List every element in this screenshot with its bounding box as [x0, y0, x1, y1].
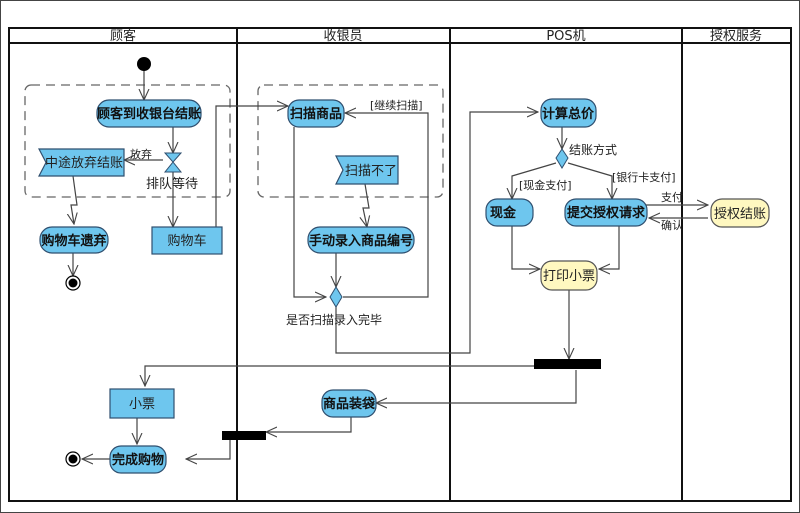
activity-label: 购物车遗弃 [41, 233, 106, 249]
activity-finish-shopping[interactable]: 完成购物 [109, 445, 167, 474]
activity-label: 授权结账 [714, 206, 766, 222]
activity-compute-total[interactable]: 计算总价 [540, 98, 597, 128]
event-label: 中途放弃结账 [45, 155, 123, 171]
edge [376, 370, 577, 403]
activity-cart-abandoned[interactable]: 购物车遗弃 [39, 226, 109, 254]
activity-print-receipt[interactable]: 打印小票 [540, 260, 598, 291]
event-label: 扫描不了 [345, 164, 397, 179]
edge [335, 112, 538, 354]
edge-label-pay: 支付 [661, 191, 683, 204]
fork-bar [534, 359, 601, 369]
edges [71, 70, 708, 459]
interruptible-region-scan [257, 84, 444, 198]
activity-scan-items[interactable]: 扫描商品 [287, 99, 345, 128]
interruptible-region-checkout [24, 84, 231, 198]
decision-label-payment-method: 结账方式 [569, 142, 617, 157]
activity-label: 商品装袋 [323, 396, 376, 412]
lane-title-cashier: 收银员 [323, 29, 362, 44]
interrupt-edge [71, 175, 77, 224]
lane-title-auth-service: 授权服务 [710, 28, 762, 44]
decision-node-payment [555, 148, 569, 169]
interrupt-edge [363, 183, 369, 227]
activity-label: 扫描商品 [290, 106, 342, 122]
edge [511, 226, 540, 269]
accept-event-cannot-scan[interactable]: 扫描不了 [335, 155, 399, 185]
lane-title-customer: 顾客 [110, 28, 136, 44]
activity-label: 完成购物 [112, 452, 164, 468]
hourglass-label: 排队等待 [146, 176, 198, 192]
activity-customer-checkout[interactable]: 顾客到收银台结账 [96, 99, 202, 128]
initial-node [137, 57, 151, 71]
activity-authorize-checkout[interactable]: 授权结账 [710, 198, 770, 228]
activity-label: 顾客到收银台结账 [97, 106, 201, 122]
edge-label-cash-pay: [现金支付] [519, 178, 572, 192]
swimlane-border [8, 27, 792, 502]
edge-label-continue-scan: [继续扫描] [370, 98, 423, 112]
activity-submit-auth[interactable]: 提交授权请求 [564, 198, 648, 227]
activity-label: 打印小票 [543, 269, 595, 284]
swimlanes: 顾客 收银员 POS机 授权服务 [8, 27, 792, 502]
merge-decision-node [329, 286, 343, 308]
edge [215, 106, 288, 227]
edge [293, 127, 326, 297]
edge [512, 162, 557, 199]
edge [567, 162, 612, 199]
accept-event-abort-checkout[interactable]: 中途放弃结账 [38, 148, 125, 177]
edge-label-card-pay: [银行卡支付] [612, 170, 676, 184]
object-node-receipt[interactable]: 小票 [109, 388, 175, 419]
activity-cash[interactable]: 现金 [485, 198, 534, 227]
activity-label: 计算总价 [542, 106, 595, 122]
activity-label: 现金 [490, 205, 517, 221]
object-node-shopping-cart[interactable]: 购物车 [151, 226, 223, 255]
activity-label: 手动录入商品编号 [309, 233, 413, 249]
edge [145, 365, 535, 386]
edge-label-give-up: 放弃 [130, 147, 152, 161]
activity-bag-items[interactable]: 商品装袋 [321, 389, 377, 418]
activity-label: 提交授权请求 [567, 205, 646, 221]
lane-title-pos: POS机 [546, 29, 585, 44]
edge [186, 439, 231, 459]
edge-label-confirm: 确认 [661, 219, 683, 232]
edge [266, 417, 352, 432]
object-label: 小票 [129, 397, 155, 412]
edge [343, 113, 429, 298]
activity-manual-entry[interactable]: 手动录入商品编号 [307, 226, 415, 254]
object-label: 购物车 [167, 233, 206, 249]
final-node [65, 451, 81, 467]
time-event-queue-wait: 排队等待 [146, 152, 198, 192]
join-bar [222, 431, 266, 440]
decision-label-scan-done: 是否扫描录入完毕 [286, 312, 382, 327]
final-node [65, 275, 81, 291]
edge [599, 226, 620, 269]
